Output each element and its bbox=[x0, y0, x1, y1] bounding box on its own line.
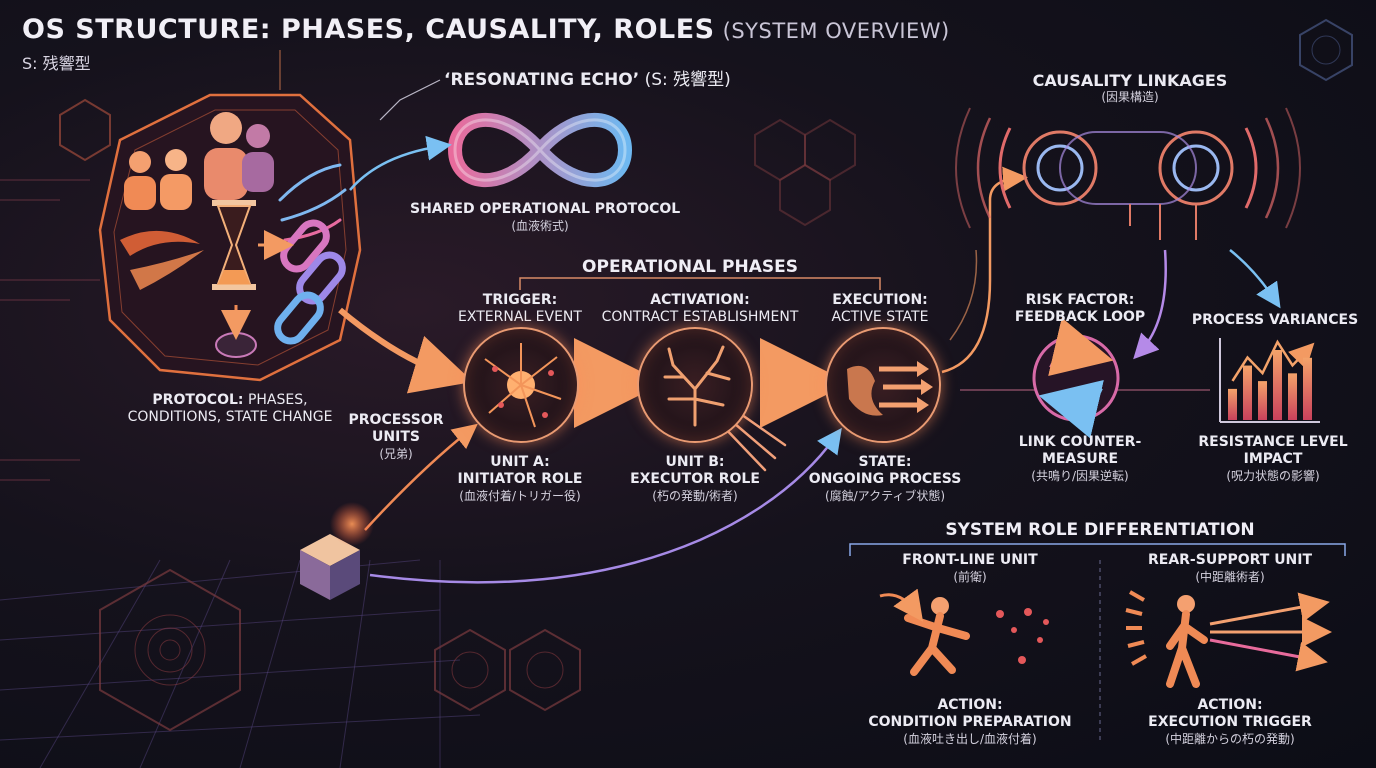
front-line-label: FRONT-LINE UNIT (前衛) bbox=[880, 552, 1060, 586]
state-title: STATE: bbox=[858, 454, 912, 470]
unit-b-label: UNIT B: EXECUTOR ROLE (朽の発動/術者) bbox=[615, 454, 775, 505]
title-text: OS STRUCTURE: PHASES, CAUSALITY, ROLES bbox=[22, 14, 715, 45]
hud-lines bbox=[0, 179, 100, 481]
processor-cube-icon bbox=[300, 502, 374, 600]
phase-activation-label: ACTIVATION: CONTRACT ESTABLISHMENT bbox=[600, 292, 800, 326]
link-countermeasure-label: LINK COUNTER- MEASURE (共鳴り/因果逆転) bbox=[1010, 434, 1150, 485]
role-differentiation-heading: SYSTEM ROLE DIFFERENTIATION bbox=[945, 520, 1255, 540]
protocol-phases: PHASES, bbox=[247, 392, 308, 408]
variance-bar bbox=[1303, 357, 1312, 420]
phase-trigger-label: TRIGGER: EXTERNAL EVENT bbox=[440, 292, 600, 326]
decorative-hexagons bbox=[59, 18, 1353, 732]
variances-title: PROCESS VARIANCES bbox=[1191, 312, 1359, 328]
title-suffix: (SYSTEM OVERVIEW) bbox=[722, 19, 950, 43]
protocol-label: PROTOCOL: PHASES, CONDITIONS, STATE CHAN… bbox=[120, 392, 340, 426]
variance-bar bbox=[1243, 365, 1252, 420]
feedback-loop-icon bbox=[960, 317, 1210, 439]
resistance-line1: RESISTANCE LEVEL bbox=[1198, 434, 1348, 450]
variance-bar bbox=[1273, 350, 1282, 420]
state-role: ONGOING PROCESS bbox=[808, 471, 962, 487]
variance-bar bbox=[1228, 388, 1237, 420]
phase-trigger-title: TRIGGER: bbox=[482, 292, 558, 308]
processor-line1: PROCESSOR bbox=[348, 412, 444, 428]
shared-protocol-label: SHARED OPERATIONAL PROTOCOL (血液術式) bbox=[410, 201, 680, 235]
corrosion-icon bbox=[847, 361, 933, 416]
rear-action-title: ACTION: bbox=[1197, 697, 1263, 713]
page-title: OS STRUCTURE: PHASES, CAUSALITY, ROLES (S… bbox=[22, 14, 950, 45]
unit-b-title: UNIT B: bbox=[665, 454, 725, 470]
causality-heading: CAUSALITY LINKAGES (因果構造) bbox=[1020, 72, 1240, 106]
state-label: STATE: ONGOING PROCESS (腐蝕/アクティブ状態) bbox=[800, 454, 970, 505]
state-jp: (腐蝕/アクティブ状態) bbox=[824, 489, 946, 503]
front-line-unit-icon bbox=[879, 588, 1049, 676]
protocol-line2: CONDITIONS, STATE CHANGE bbox=[127, 409, 333, 425]
causality-jp: (因果構造) bbox=[1101, 90, 1159, 104]
hex-rose-motifs bbox=[134, 35, 1341, 689]
branch-tree-icon bbox=[663, 345, 731, 427]
rear-support-jp: (中距離術者) bbox=[1195, 570, 1265, 584]
unit-b-role: EXECUTOR ROLE bbox=[630, 471, 760, 487]
phase-execution-desc: ACTIVE STATE bbox=[831, 309, 929, 325]
process-variances-chart bbox=[1219, 338, 1320, 423]
rear-support-label: REAR-SUPPORT UNIT (中距離術者) bbox=[1140, 552, 1320, 586]
variance-bar bbox=[1288, 373, 1297, 420]
rear-action-desc: EXECUTION TRIGGER bbox=[1148, 714, 1312, 730]
front-action-title: ACTION: bbox=[937, 697, 1003, 713]
front-action-desc: CONDITION PREPARATION bbox=[868, 714, 1072, 730]
chain-link-icon bbox=[274, 219, 346, 345]
rear-support-action-label: ACTION: EXECUTION TRIGGER (中距離からの朽の発動) bbox=[1130, 697, 1330, 748]
phase-execution-title: EXECUTION: bbox=[832, 292, 928, 308]
risk-title: RISK FACTOR: bbox=[1025, 292, 1135, 308]
flame-icon bbox=[120, 230, 204, 290]
process-variances-label: PROCESS VARIANCES bbox=[1180, 312, 1370, 329]
phase-trigger-desc: EXTERNAL EVENT bbox=[458, 309, 582, 325]
people-icon bbox=[124, 112, 274, 210]
rear-action-jp: (中距離からの朽の発動) bbox=[1165, 732, 1295, 746]
phase-execution-label: EXECUTION: ACTIVE STATE bbox=[810, 292, 950, 326]
page-subtitle: S: 残響型 bbox=[22, 54, 91, 73]
resistance-line2: IMPACT bbox=[1243, 451, 1303, 467]
unit-a-label: UNIT A: INITIATOR ROLE (血液付着/トリガー役) bbox=[440, 454, 600, 505]
front-line-action-label: ACTION: CONDITION PREPARATION (血液吐き出し/血液… bbox=[860, 697, 1080, 748]
processor-line2: UNITS bbox=[372, 429, 420, 445]
protocol-title: PROTOCOL: bbox=[152, 392, 244, 408]
resistance-label: RESISTANCE LEVEL IMPACT (呪力状態の影響) bbox=[1188, 434, 1358, 485]
processor-jp: (兄弟) bbox=[379, 447, 413, 461]
unit-a-title: UNIT A: bbox=[490, 454, 550, 470]
activation-node bbox=[637, 327, 753, 443]
trigger-node bbox=[463, 327, 579, 443]
variance-bar bbox=[1258, 381, 1267, 420]
unit-a-jp: (血液付着/トリガー役) bbox=[459, 489, 581, 503]
execution-node bbox=[825, 327, 941, 443]
rear-support-name: REAR-SUPPORT UNIT bbox=[1147, 552, 1313, 568]
front-action-jp: (血液吐き出し/血液付着) bbox=[903, 732, 1037, 746]
phase-activation-title: ACTIVATION: bbox=[650, 292, 750, 308]
resistance-jp: (呪力状態の影響) bbox=[1226, 469, 1320, 483]
rear-support-unit-icon bbox=[1125, 590, 1332, 688]
counter-line2: MEASURE bbox=[1041, 451, 1119, 467]
counter-line1: LINK COUNTER- bbox=[1018, 434, 1142, 450]
phase-activation-desc: CONTRACT ESTABLISHMENT bbox=[601, 309, 799, 325]
processor-units-label: PROCESSOR UNITS (兄弟) bbox=[346, 412, 446, 463]
counter-jp: (共鳴り/因果逆転) bbox=[1031, 469, 1129, 483]
echo-suffix: (S: 残響型) bbox=[644, 70, 731, 90]
unit-a-role: INITIATOR ROLE bbox=[457, 471, 583, 487]
shared-protocol-jp: (血液術式) bbox=[511, 219, 569, 233]
echo-title: ‘RESONATING ECHO’ bbox=[444, 70, 640, 90]
front-line-name: FRONT-LINE UNIT bbox=[902, 552, 1038, 568]
front-line-jp: (前衛) bbox=[953, 570, 987, 584]
risk-desc: FEEDBACK LOOP bbox=[1014, 309, 1146, 325]
causality-title: CAUSALITY LINKAGES bbox=[1032, 71, 1228, 90]
cauldron-icon bbox=[215, 305, 257, 358]
hourglass-icon bbox=[212, 200, 256, 290]
causality-rings-icon bbox=[955, 107, 1301, 240]
risk-factor-label: RISK FACTOR: FEEDBACK LOOP bbox=[1010, 292, 1150, 326]
unit-b-jp: (朽の発動/術者) bbox=[652, 489, 738, 503]
shared-protocol-title: SHARED OPERATIONAL PROTOCOL bbox=[410, 201, 681, 217]
operational-phases-heading: OPERATIONAL PHASES bbox=[582, 257, 798, 277]
resonating-echo-label: ‘RESONATING ECHO’ (S: 残響型) bbox=[444, 72, 731, 89]
burst-icon bbox=[484, 343, 562, 428]
infinity-loop-icon bbox=[447, 113, 633, 187]
